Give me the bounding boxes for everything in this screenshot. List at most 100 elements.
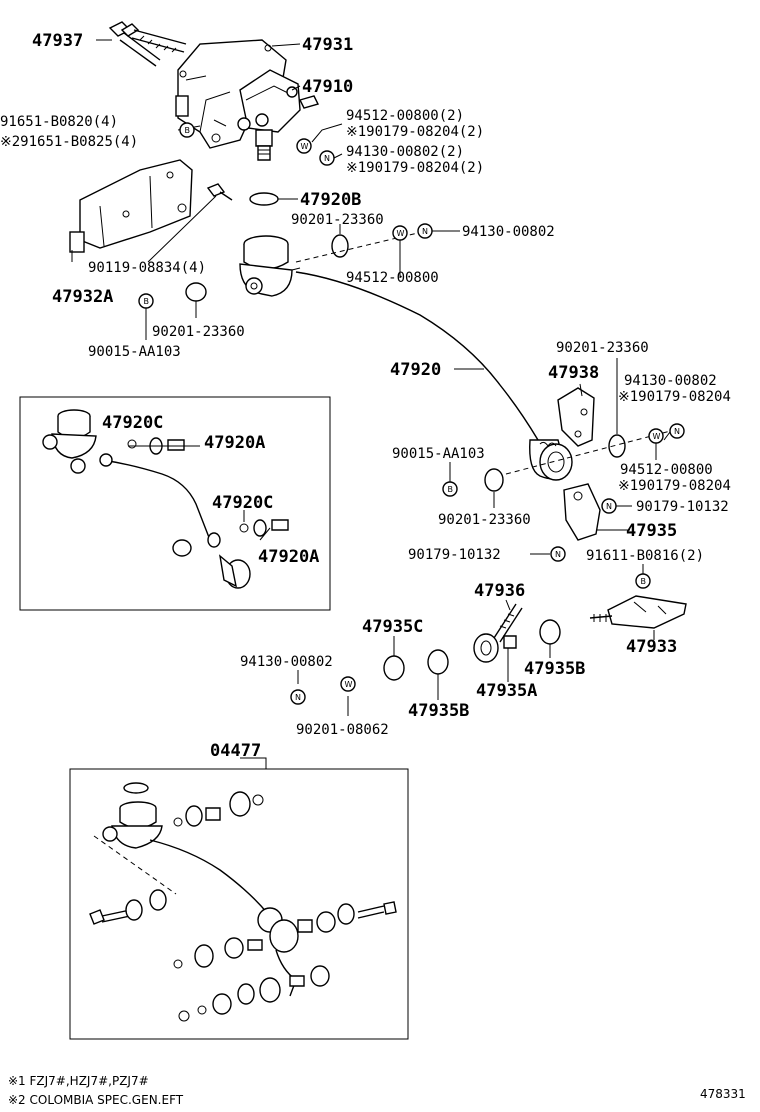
label-47920a-a: 47920A [204,433,265,453]
callout-w-1-text: W [301,142,309,151]
bushing-47935b-a [539,619,561,645]
label-90179-10132-b: 90179-10132 [408,547,501,563]
leader-lines [71,39,671,769]
callout-symbols: B W N W N B W N B N N B N W [138,122,685,705]
label-47935b-b: 47935B [408,701,469,721]
hose-47920-inner [295,271,539,441]
gasket-90201-d [484,468,504,492]
reservoir-top-drawing [239,235,301,297]
label-47933: 47933 [626,637,677,657]
label-94130-00802-a: 94130-00802 [462,224,555,240]
callout-b-2-text: B [144,297,150,306]
label-190179-08204-c: ※190179-08204 [618,389,731,405]
label-47931: 47931 [302,35,353,55]
callout-n-1 [319,150,335,166]
dash-line-top [295,231,423,263]
label-47920: 47920 [390,360,441,380]
callout-n-2 [417,223,433,239]
callout-b-3-text: B [448,485,454,494]
label-190179-08204-d: ※190179-08204 [618,478,731,494]
label-04477: 04477 [210,741,261,761]
label-91651-b0820: 91651-B0820(4) [0,114,118,130]
label-90015-aa103-a: 90015-AA103 [88,344,181,360]
callout-n-1-text: N [324,154,330,163]
callout-n-4 [601,498,617,514]
label-47938: 47938 [548,363,599,383]
label-190179-08204-2a: ※190179-08204(2) [346,124,484,140]
callout-b-3 [442,481,458,497]
inset-box-2 [69,768,409,1040]
figure-id: 478331 [700,1087,746,1101]
label-90179-10132-a: 90179-10132 [636,499,729,515]
label-47910: 47910 [302,77,353,97]
callout-b-1 [179,122,195,138]
callout-w-2-text: W [397,229,405,238]
dash-line-mid [505,427,683,475]
label-90201-23360-c: 90201-23360 [556,340,649,356]
label-47937: 47937 [32,31,83,51]
label-94512-00800-b: 94512-00800 [620,462,713,478]
inset-1-drawing [42,409,289,589]
callout-b-4 [635,573,651,589]
callout-n-3-text: N [674,427,680,436]
gasket-90201-c [608,434,626,458]
label-47920c-a: 47920C [102,413,163,433]
callout-n-6 [290,689,306,705]
reservoir-lower-drawing [529,439,573,481]
label-90119-08834: 90119-08834(4) [88,260,206,276]
label-47935a: 47935A [476,681,537,701]
valve-assembly-drawing [175,39,320,161]
inset-2-drawing [89,782,397,1022]
callout-b-2 [138,293,154,309]
callout-w-2 [392,225,408,241]
label-90201-08062: 90201-08062 [296,722,389,738]
label-94130-00802-b: 94130-00802 [624,373,717,389]
label-90201-23360-a: 90201-23360 [291,212,384,228]
gasket-90201-b [185,282,207,302]
label-47936: 47936 [474,581,525,601]
callout-n-3 [669,423,685,439]
callout-n-2-text: N [422,227,428,236]
label-90201-23360-b: 90201-23360 [152,324,245,340]
label-47920c-b: 47920C [212,493,273,513]
label-47920b: 47920B [300,190,361,210]
label-47920a-b: 47920A [258,547,319,567]
bushing-47935b-b [427,649,449,675]
label-47932a: 47932A [52,287,113,307]
callout-b-1-text: B [185,126,191,135]
footnote-2: ※2 COLOMBIA SPEC.GEN.EFT [8,1093,184,1107]
callout-w-3 [648,428,664,444]
callout-n-4-text: N [606,502,612,511]
bolt-47937-drawing [108,21,187,67]
label-47935: 47935 [626,521,677,541]
hose-47920 [295,271,539,441]
bracket-47932a-drawing [69,159,193,253]
footnote-1: ※1 FZJ7#,HZJ7#,PZJ7# [8,1074,149,1088]
callout-w-3-text: W [653,432,661,441]
label-90015-aa103-b: 90015-AA103 [392,446,485,462]
label-94512-00800-2: 94512-00800(2) [346,108,464,124]
bracket-47935 [563,483,601,541]
bushing-47935c [383,655,405,681]
label-91651-b0825: ※291651-B0825(4) [0,134,138,150]
inset-box-1 [19,396,331,611]
label-90201-23360-d: 90201-23360 [438,512,531,528]
callout-n-6-text: N [295,693,301,702]
bolt-47936-drawing [473,603,523,663]
callout-w-1 [296,138,312,154]
label-91611-b0816: 91611-B0816(2) [586,548,704,564]
label-94130-00802-2: 94130-00802(2) [346,144,464,160]
label-190179-08204-2b: ※190179-08204(2) [346,160,484,176]
bracket-47938 [557,387,595,447]
callout-w-4 [340,676,356,692]
o-ring-47920b [249,192,279,206]
label-94130-00802-c: 94130-00802 [240,654,333,670]
callout-b-4-text: B [641,577,647,586]
callout-n-5 [550,546,566,562]
label-94512-00800-a: 94512-00800 [346,270,439,286]
bracket-47933-drawing [589,595,687,629]
callout-n-5-text: N [555,550,561,559]
bolt-90119-drawing [206,183,233,201]
label-47935c: 47935C [362,617,423,637]
